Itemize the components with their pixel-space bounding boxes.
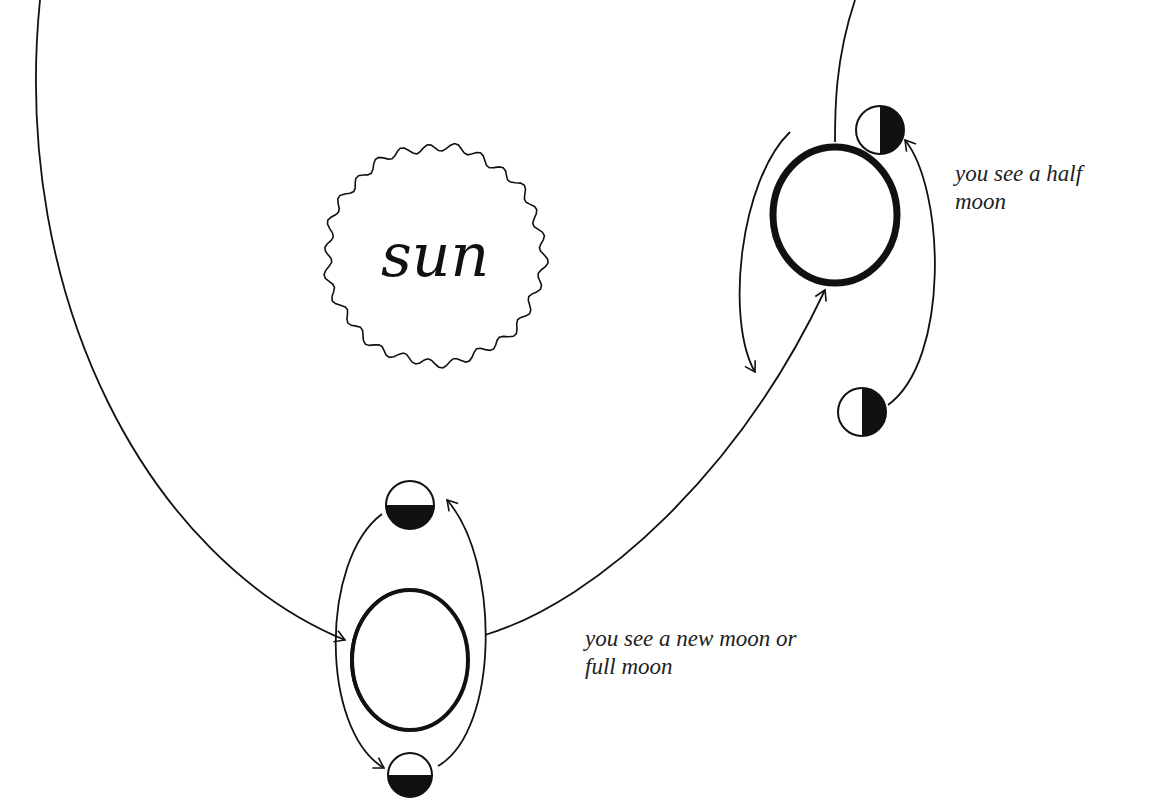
- sun-label: sun: [381, 220, 489, 290]
- phase-note: you see a half moon: [955, 160, 1085, 215]
- phase-note: you see a new moon or full moon: [585, 625, 825, 680]
- sun-shape: sun: [321, 141, 549, 369]
